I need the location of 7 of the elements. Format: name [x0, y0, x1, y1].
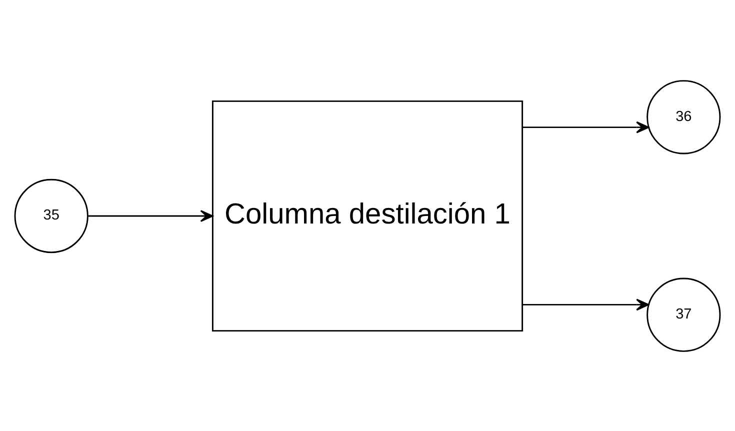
node-circle: 35 [14, 178, 88, 253]
node-circle: 36 [646, 80, 721, 154]
arrow [88, 210, 214, 222]
arrow [522, 120, 650, 133]
arrow [522, 298, 650, 310]
node-box: Columna destilación 1 [212, 100, 524, 332]
node-circle: 37 [646, 277, 721, 352]
